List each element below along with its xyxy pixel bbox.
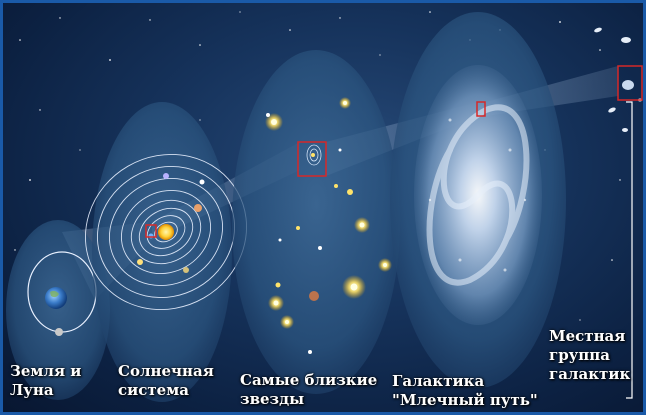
local-group-bracket: [626, 101, 633, 399]
nearby-stars: [265, 97, 392, 354]
highlight-box: [617, 65, 643, 101]
earth-icon: [45, 287, 67, 309]
label-nearest-stars: Самые близкие звезды: [240, 371, 378, 408]
sun-icon: [158, 224, 174, 240]
solar-system-bubble: [92, 102, 232, 402]
highlight-box: [476, 101, 486, 117]
moon-icon: [55, 328, 63, 336]
label-local-group: Местная группа галактик: [549, 327, 631, 383]
label-milky-way: Галактика "Млечный путь": [392, 372, 538, 409]
earth-moon-bubble: [6, 220, 110, 400]
label-earth-moon: Земля и Луна: [10, 362, 82, 399]
highlight-box: [297, 141, 327, 177]
label-solar-system: Солнечная система: [118, 362, 214, 399]
nearest-stars-bubble: [232, 50, 400, 394]
highlight-box: [145, 224, 157, 238]
